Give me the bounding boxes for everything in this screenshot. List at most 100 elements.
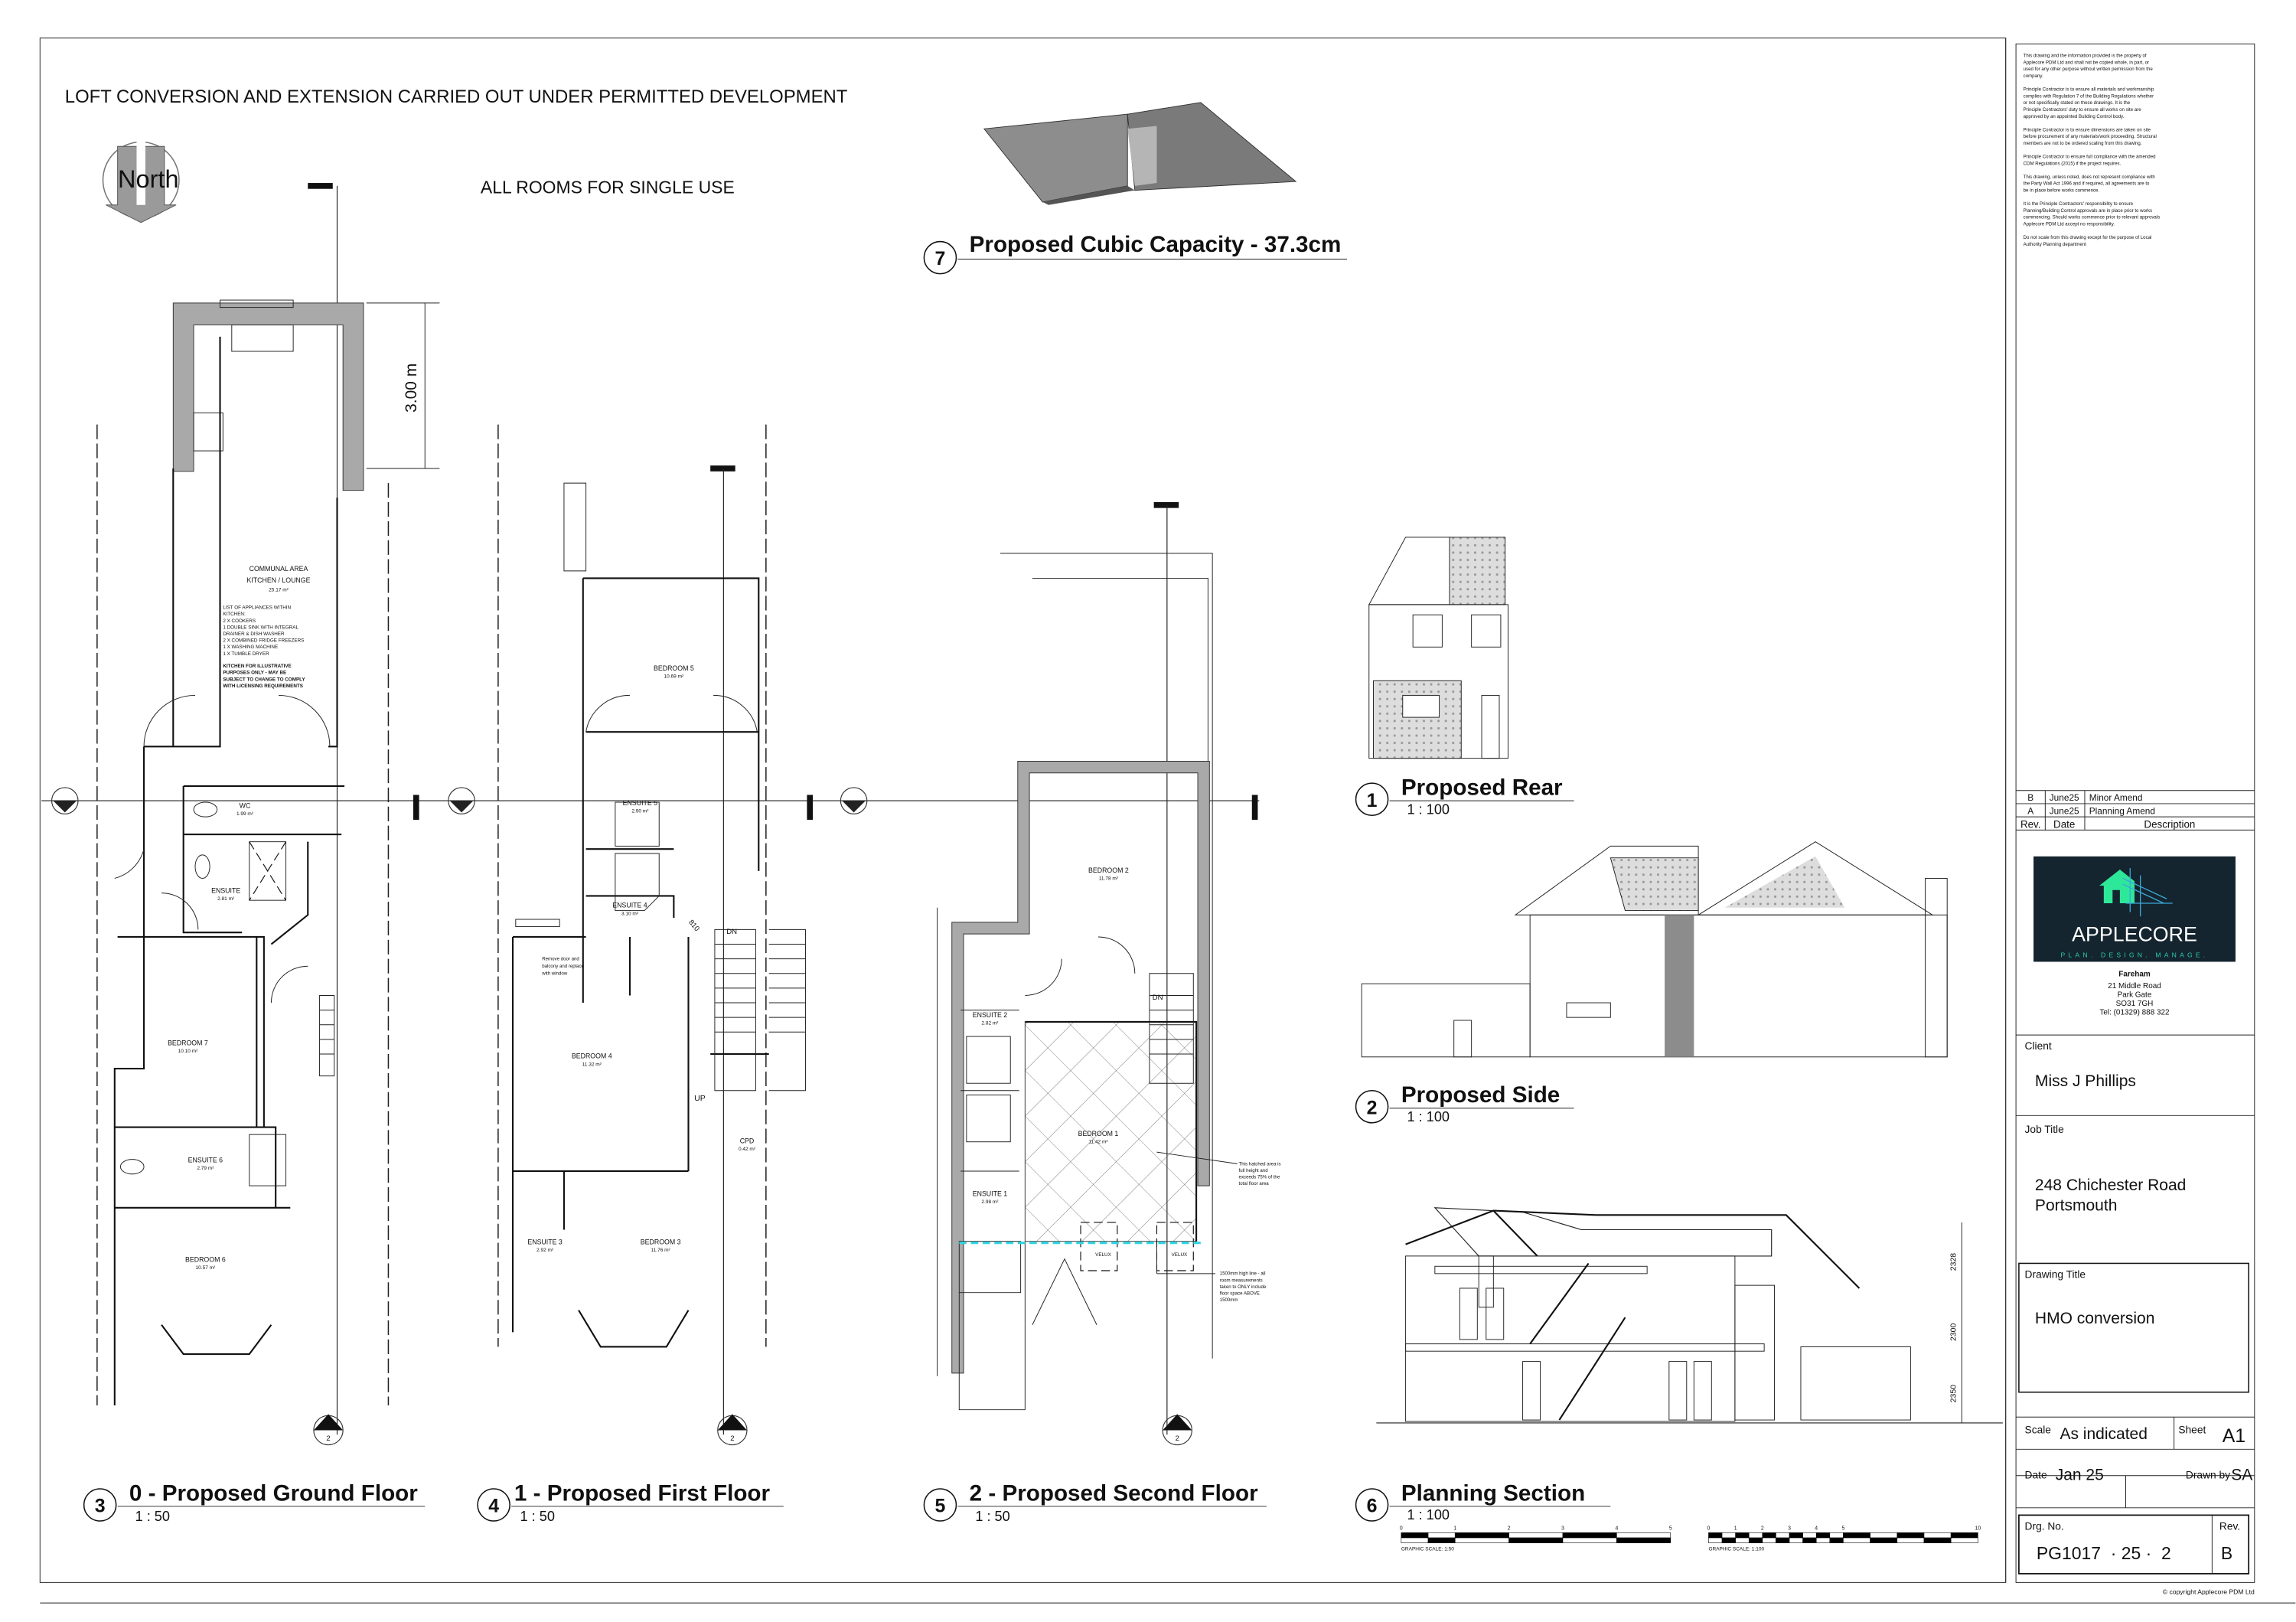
room-label: WC [240, 802, 251, 810]
svg-text:A: A [2027, 805, 2033, 816]
note-line: be in place before works commence. [2024, 188, 2100, 194]
svg-text:Rev.: Rev. [2020, 818, 2041, 830]
scale-bar-segment [1735, 1532, 1750, 1539]
svg-text:full height and: full height and [1239, 1168, 1268, 1173]
room-area: 2.81 m² [217, 896, 235, 902]
scale-bar-segment [1829, 1532, 1844, 1539]
svg-text:Date: Date [2053, 818, 2075, 830]
scale-bar-segment [1762, 1537, 1776, 1544]
room-area: 2.79 m² [197, 1166, 214, 1171]
svg-text:2 X COMBINED FRIDGE FREEZERS: 2 X COMBINED FRIDGE FREEZERS [223, 638, 304, 644]
general-notes: This drawing and the information provide… [2024, 54, 2161, 247]
room-area: 11.78 m² [1099, 876, 1119, 881]
note-line: company. [2024, 73, 2043, 79]
svg-text:2: 2 [730, 1434, 734, 1443]
scale-tick-label: 5 [1669, 1526, 1672, 1532]
scale-tick-label: 3 [1788, 1526, 1791, 1532]
door-width-dim: 810 [687, 919, 701, 933]
room-area: 0.42 m² [739, 1147, 756, 1152]
velux-label: VELUX [1172, 1252, 1188, 1258]
scale-bar-segment [1508, 1537, 1564, 1544]
svg-text:5: 5 [935, 1496, 946, 1517]
date-value: Jan 25 [2056, 1466, 2104, 1483]
scale-tick-label: 2 [1508, 1526, 1511, 1532]
revision-table: B June25 Minor Amend A June25 Planning A… [2016, 790, 2255, 831]
drawing-title: HMO conversion [2035, 1310, 2155, 1327]
drawing-title-label: Drawing Title [2025, 1269, 2086, 1281]
svg-text:Tel: (01329) 888 322: Tel: (01329) 888 322 [2099, 1008, 2170, 1017]
scale-bar-segment [1454, 1532, 1509, 1539]
svg-text:1 - Proposed First Floor: 1 - Proposed First Floor [514, 1480, 771, 1506]
view-title-second-floor: 5 2 - Proposed Second Floor 1 : 50 [923, 1480, 1267, 1524]
scale-bar-segment [1401, 1532, 1429, 1539]
room-label: ENSUITE 2 [973, 1011, 1007, 1019]
svg-text:6: 6 [326, 1421, 330, 1430]
svg-text:Description: Description [2144, 818, 2195, 830]
scale-tick-label: 2 [1761, 1526, 1764, 1532]
client-label: Client [2025, 1040, 2052, 1052]
svg-text:LIST OF APPLIANCES WITHIN: LIST OF APPLIANCES WITHIN [223, 605, 291, 611]
scale-bar-segment [1843, 1532, 1870, 1539]
scale-bar-segment [1843, 1537, 1870, 1544]
room-area: 1.99 m² [236, 811, 254, 817]
dimension-label: 2350 [1949, 1385, 1958, 1403]
scale-bar-segment [1401, 1537, 1429, 1544]
svg-text:Planning Section: Planning Section [1401, 1480, 1585, 1506]
office-address: Fareham 21 Middle Road Park Gate SO31 7G… [2099, 971, 2170, 1017]
scale-tick-label: 1 [1734, 1526, 1737, 1532]
room-label: BEDROOM 3 [641, 1239, 681, 1246]
svg-text:Minor Amend: Minor Amend [2089, 792, 2143, 803]
scale-bar-segment [1735, 1537, 1750, 1544]
note-line: Principle Contractors' duty to ensure al… [2024, 107, 2142, 113]
room-label: BEDROOM 2 [1088, 866, 1129, 874]
svg-text:0 - Proposed Ground Floor: 0 - Proposed Ground Floor [129, 1480, 418, 1506]
section-marker-icon: 6 2 [717, 1414, 748, 1446]
kitchen-label: COMMUNAL AREA KITCHEN / LOUNGE 25.17 m² [247, 565, 311, 593]
svg-text:1 X TUMBLE DRYER: 1 X TUMBLE DRYER [223, 651, 269, 657]
svg-text:WITH LICENSING REQUIREMENTS: WITH LICENSING REQUIREMENTS [223, 684, 303, 689]
svg-text:SO31 7GH: SO31 7GH [2116, 1000, 2154, 1008]
scale-bar-segment [1616, 1532, 1671, 1539]
svg-text:2: 2 [1367, 1097, 1378, 1118]
room-area: 10.57 m² [196, 1265, 216, 1271]
svg-text:3: 3 [95, 1496, 106, 1517]
svg-text:KITCHEN FOR ILLUSTRATIVE: KITCHEN FOR ILLUSTRATIVE [223, 664, 291, 669]
revision-header: Rev. Date Description [2020, 818, 2195, 830]
scale-tick-label: 4 [1815, 1526, 1818, 1532]
scale-label: Scale [2025, 1424, 2052, 1435]
svg-text:1 : 100: 1 : 100 [1407, 1507, 1450, 1522]
scale-bar-segment [1748, 1537, 1763, 1544]
scale-bar-segment [1789, 1532, 1803, 1539]
single-use-note: ALL ROOMS FOR SINGLE USE [481, 177, 735, 197]
scale-tick-label: 3 [1561, 1526, 1564, 1532]
dimension-label: 2328 [1949, 1253, 1958, 1271]
room-label: BEDROOM 1 [1078, 1130, 1119, 1137]
view-title-ground-floor: 3 0 - Proposed Ground Floor 1 : 50 [83, 1480, 426, 1524]
svg-text:KITCHEN:: KITCHEN: [223, 612, 246, 617]
svg-text:1 X WASHING MACHINE: 1 X WASHING MACHINE [223, 645, 278, 650]
note-line: or not specifically stated on these draw… [2024, 100, 2131, 106]
room-area: 2.82 m² [981, 1021, 999, 1026]
svg-text:This hatched area is: This hatched area is [1239, 1161, 1281, 1167]
room-label: BEDROOM 6 [185, 1256, 226, 1264]
room-area: 10.10 m² [178, 1049, 198, 1054]
dimension-label: 3.00 m [403, 364, 420, 413]
scale-bar-segment [1870, 1537, 1898, 1544]
room-label: KITCHEN / LOUNGE [247, 576, 311, 584]
note-line: commencing. Should works commence prior … [2024, 215, 2161, 220]
scale-bar-segment [1923, 1532, 1952, 1539]
view-title-section: 6 Planning Section 1 : 100 [1355, 1480, 1611, 1522]
scale-bar-segment [1708, 1532, 1723, 1539]
room-area: 10.69 m² [664, 674, 684, 679]
height-note: 1500mm high line - all room measurements… [1220, 1271, 1267, 1303]
section-marker-icon: 6 2 [313, 1414, 344, 1446]
applecore-logo: APPLECORE PLAN. DESIGN. MANAGE. [2033, 856, 2236, 962]
scale-tick-label: 4 [1615, 1526, 1618, 1532]
room-label: ENSUITE 4 [612, 902, 647, 909]
note-line: This drawing, unless noted, does not rep… [2024, 175, 2155, 180]
scale-bar-segment [1427, 1532, 1456, 1539]
section-marker-icon [448, 787, 475, 814]
side-elevation [1361, 841, 1948, 1058]
sheet-frame [39, 38, 2296, 1604]
svg-text:2 - Proposed Second Floor: 2 - Proposed Second Floor [970, 1480, 1258, 1506]
